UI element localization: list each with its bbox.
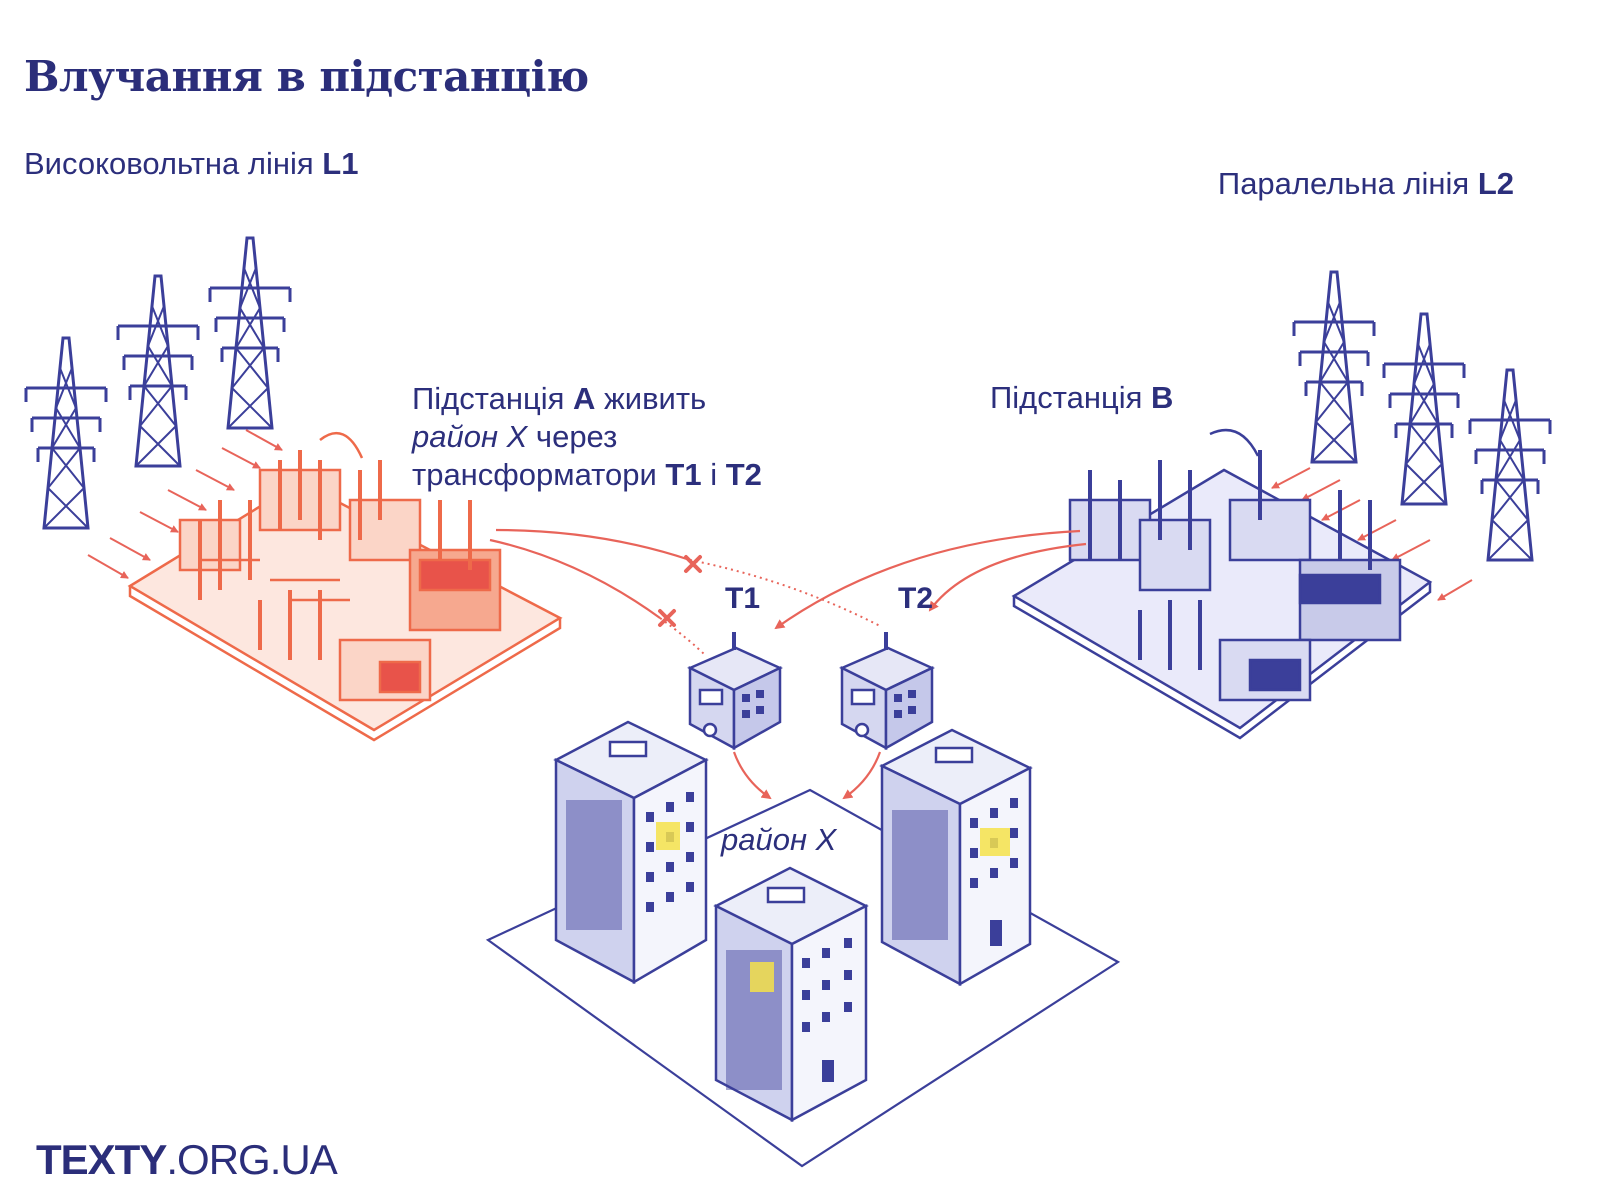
substation-a bbox=[127, 431, 563, 742]
feed-arrows-l1 bbox=[87, 429, 283, 579]
building-1 bbox=[553, 720, 709, 985]
feed-lines-b bbox=[774, 529, 1087, 630]
transformer-t1-box bbox=[687, 632, 783, 751]
transformer-t2-label: T2 bbox=[898, 582, 934, 615]
line-l1-label: Високовольтна лінія L1 bbox=[24, 146, 359, 181]
pylons-l2 bbox=[1292, 270, 1552, 562]
district-label: район X bbox=[721, 822, 837, 857]
line-l2-label: Паралельна лінія L2 bbox=[1217, 166, 1514, 201]
page-title: Влучання в підстанцію bbox=[24, 52, 589, 101]
feed-lines-a bbox=[489, 528, 881, 657]
substation-a-label: Підстанція A живить район X через трансф… bbox=[412, 381, 762, 492]
substation-b-label: Підстанція B bbox=[990, 380, 1174, 415]
feed-arrows-l2 bbox=[1271, 467, 1473, 601]
building-2 bbox=[713, 866, 869, 1123]
supply-arrows bbox=[732, 751, 882, 800]
pylons-l1 bbox=[24, 236, 292, 530]
transformer-t1-label: T1 bbox=[725, 582, 761, 615]
transformer-t2-box bbox=[839, 632, 935, 751]
building-3 bbox=[879, 728, 1033, 987]
brand-logo[interactable]: TEXTY.ORG.UA bbox=[36, 1136, 338, 1183]
break-marks bbox=[658, 555, 702, 627]
substation-b bbox=[1011, 428, 1433, 740]
